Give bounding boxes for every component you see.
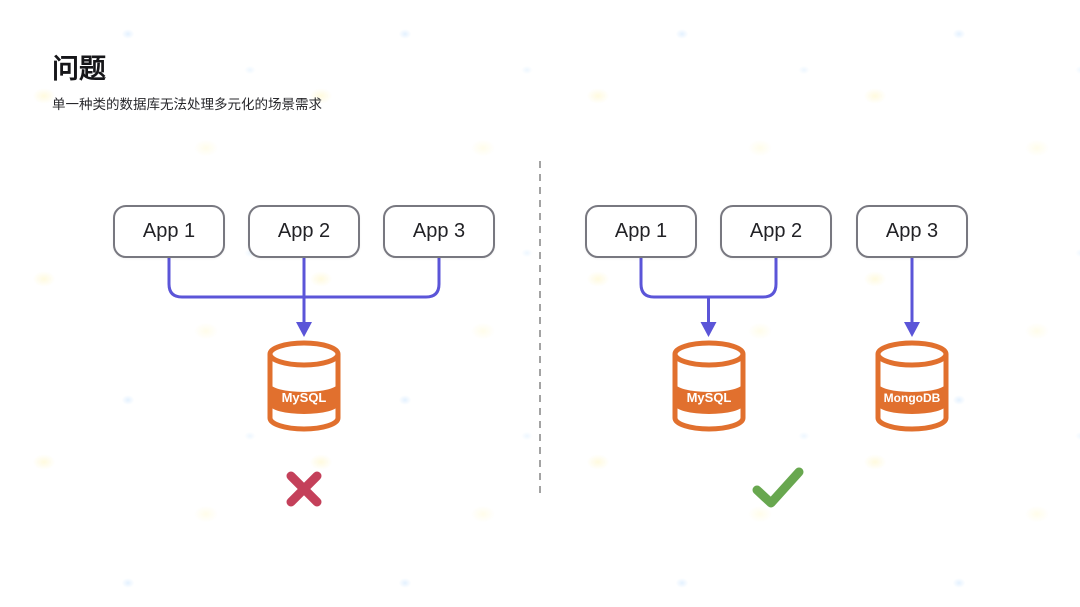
database-label: MySQL — [282, 390, 327, 405]
app-label: App 2 — [277, 220, 331, 242]
cylinder-band — [878, 383, 946, 414]
left-app-box-3: App 3 — [383, 205, 495, 258]
left-app-box-1: App 1 — [113, 205, 225, 258]
cross-icon — [286, 471, 322, 507]
cylinder-top — [672, 340, 746, 368]
cross-mark — [286, 471, 322, 507]
app-label: App 1 — [142, 220, 196, 242]
cylinder-top — [875, 340, 949, 368]
page-title: 问题 — [52, 54, 106, 84]
right-mongodb-database-icon: MongoDB — [875, 340, 949, 432]
page-subtitle: 单一种类的数据库无法处理多元化的场景需求 — [52, 97, 322, 112]
app-label: App 2 — [749, 220, 803, 242]
left-mysql-database-icon: MySQL — [267, 340, 341, 432]
app-label: App 1 — [614, 220, 668, 242]
right-mysql-database-icon: MySQL — [672, 340, 746, 432]
left-bracket-connector — [167, 258, 441, 299]
right-app-box-3: App 3 — [856, 205, 968, 258]
left-arrowhead-icon — [296, 322, 312, 337]
cylinder-band — [270, 383, 338, 414]
app-label: App 3 — [412, 220, 466, 242]
right-app-box-1: App 1 — [585, 205, 697, 258]
database-label: MongoDB — [884, 391, 941, 405]
check-icon — [752, 467, 804, 508]
database-label: MySQL — [687, 390, 732, 405]
cylinder-top — [267, 340, 341, 368]
right-bracket-connector — [639, 258, 778, 299]
right-app-box-2: App 2 — [720, 205, 832, 258]
right-mongodb-arrowhead-icon — [904, 322, 920, 337]
check-mark — [752, 467, 804, 508]
left-app-box-2: App 2 — [248, 205, 360, 258]
cylinder-band — [675, 383, 743, 414]
app-label: App 3 — [885, 220, 939, 242]
right-mysql-arrowhead-icon — [700, 322, 717, 337]
